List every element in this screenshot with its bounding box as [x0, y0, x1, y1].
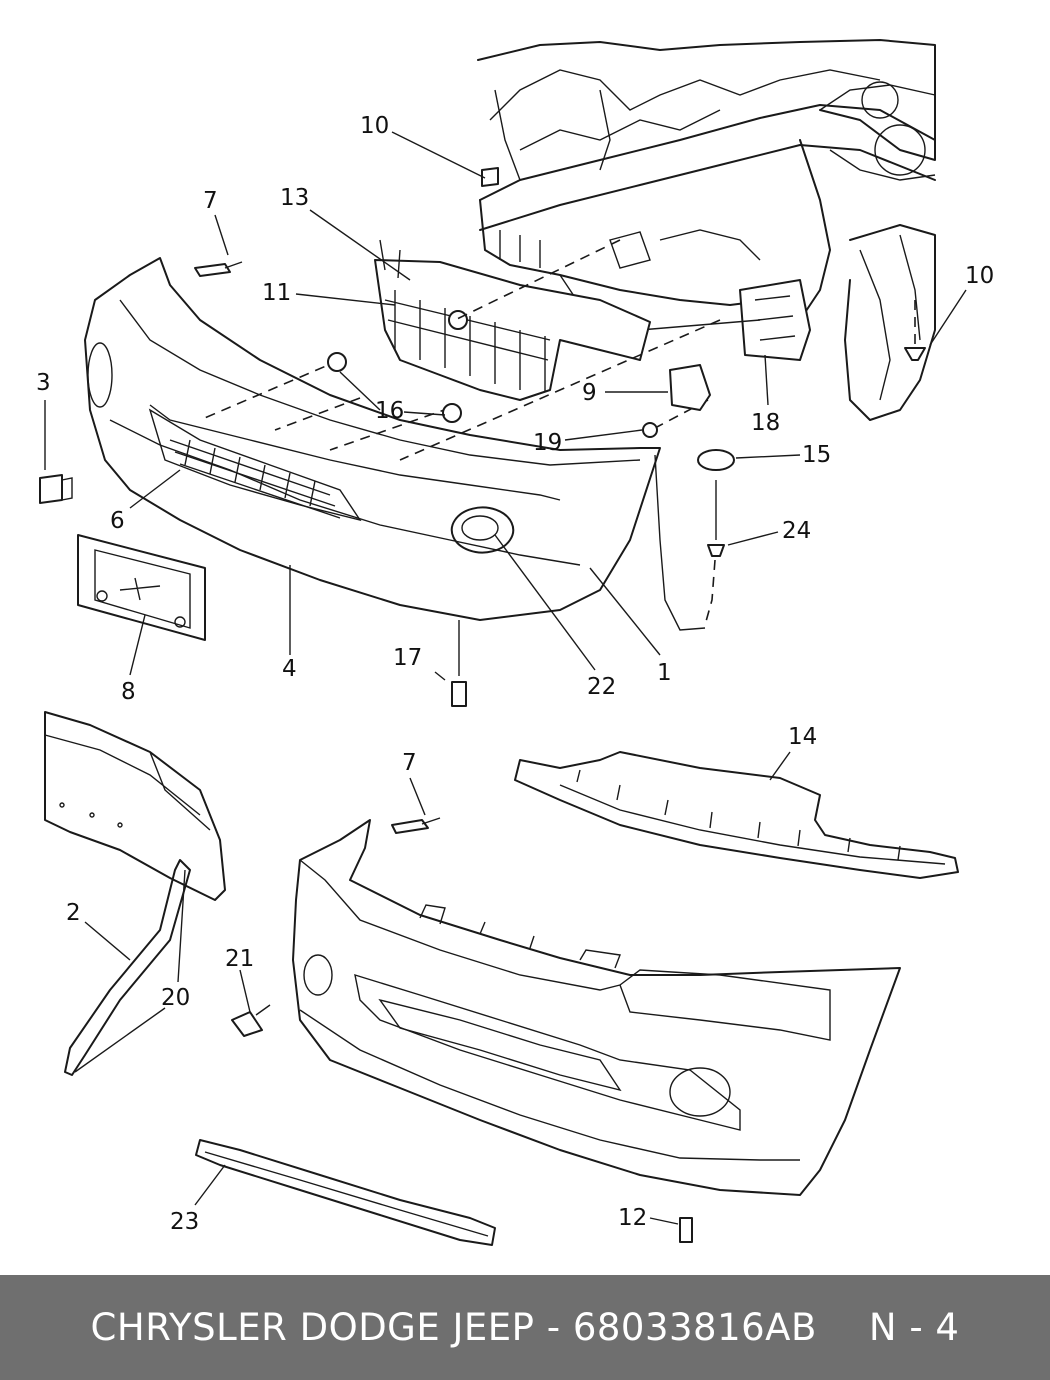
callout-22: 22	[587, 674, 616, 700]
callout-10-right: 10	[965, 263, 994, 289]
callout-12: 12	[618, 1205, 647, 1231]
callout-24: 24	[782, 518, 811, 544]
callout-2: 2	[66, 900, 81, 926]
callout-17: 17	[393, 645, 422, 671]
callout-1: 1	[657, 660, 672, 686]
part-number-text: CHRYSLER DODGE JEEP - 68033816AB	[90, 1306, 817, 1349]
callout-15: 15	[802, 442, 831, 468]
callout-9: 9	[582, 380, 597, 406]
callout-10-top: 10	[360, 113, 389, 139]
parts-diagram: 10 7 13 11 10 3 16 9 18 19 15 24 6 8 4 1…	[36, 39, 994, 1246]
callout-7-upper: 7	[203, 188, 218, 214]
vehicle-frame-illustration	[477, 39, 936, 421]
callout-3: 3	[36, 370, 51, 396]
callout-18: 18	[751, 410, 780, 436]
bumper-assembly-upper	[39, 167, 926, 707]
callout-7-lower: 7	[402, 750, 417, 776]
page-reference: N - 4	[868, 1306, 960, 1349]
callout-4: 4	[282, 656, 297, 682]
callout-labels: 10 7 13 11 10 3 16 9 18 19 15 24 6 8 4 1…	[36, 113, 994, 1235]
bumper-assembly-lower	[44, 711, 959, 1246]
callout-8: 8	[121, 679, 136, 705]
callout-20: 20	[161, 985, 190, 1011]
callout-23: 23	[170, 1209, 199, 1235]
callout-16: 16	[375, 398, 404, 424]
callout-21: 21	[225, 946, 254, 972]
callout-14: 14	[788, 724, 817, 750]
callout-11: 11	[262, 280, 291, 306]
callout-6: 6	[110, 508, 125, 534]
callout-13: 13	[280, 185, 309, 211]
callout-leaders	[44, 131, 967, 1225]
footer-bar: CHRYSLER DODGE JEEP - 68033816AB N - 4	[0, 1275, 1050, 1380]
callout-19: 19	[533, 430, 562, 456]
